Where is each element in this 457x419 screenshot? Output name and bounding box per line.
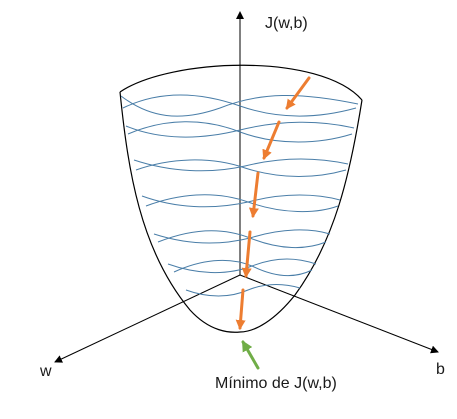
minimum-arrow <box>241 340 260 370</box>
descent-arrow <box>235 288 246 330</box>
descent-arrows <box>235 76 311 330</box>
b-axis <box>239 274 439 354</box>
bowl-right-side <box>239 99 363 333</box>
bowl-left-side <box>119 91 241 333</box>
contour-line <box>185 284 301 297</box>
descent-arrow <box>248 171 260 218</box>
contour-line <box>157 230 327 249</box>
contour-lines <box>120 94 359 297</box>
descent-arrow <box>262 120 281 160</box>
bowl-outline <box>119 64 363 101</box>
descent-arrow <box>241 230 252 278</box>
contour-line <box>133 158 349 172</box>
contour-line <box>141 194 341 208</box>
descent-arrow <box>285 76 311 110</box>
contour-line <box>153 229 331 244</box>
contour-line <box>173 259 313 277</box>
minimum-label: Mínimo de J(w,b) <box>215 375 337 392</box>
contour-line <box>122 94 357 117</box>
w-axis <box>54 274 241 363</box>
contour-line <box>125 121 355 138</box>
axes <box>54 11 439 363</box>
b-axis-label: b <box>436 361 445 378</box>
vertical-axis-label: J(w,b) <box>265 15 308 32</box>
contour-line <box>145 194 339 213</box>
contour-line <box>127 121 353 143</box>
contour-line <box>120 95 359 117</box>
contour-line <box>135 159 347 177</box>
w-axis-label: w <box>40 363 52 380</box>
